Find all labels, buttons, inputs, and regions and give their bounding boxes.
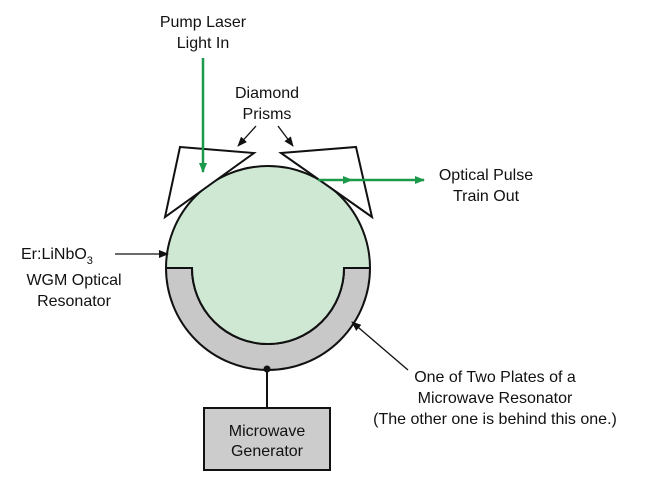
- generator-label-line1: Microwave: [229, 423, 306, 440]
- subscript: 3: [87, 255, 93, 267]
- pump-label-line1: Pump Laser: [160, 14, 247, 31]
- output-label-line2: Train Out: [453, 188, 520, 205]
- prisms-label-line1: Diamond: [235, 85, 299, 102]
- resonator-label-line3: Resonator: [37, 293, 111, 310]
- microwave-generator-box: [203, 407, 331, 471]
- pump-label-line2: Light In: [177, 35, 229, 52]
- plate-callout: [351, 321, 409, 371]
- generator-label-line2: Generator: [231, 443, 304, 460]
- resonator-label-line2: WGM Optical: [26, 272, 121, 289]
- prism-callout-left: [237, 125, 257, 147]
- plate-label-line3: (The other one is behind this one.): [373, 411, 617, 428]
- diamond-prism-left: [163, 145, 257, 220]
- diamond-prism-right: [278, 145, 374, 220]
- plate-label-line2: Microwave Resonator: [418, 390, 573, 407]
- resonator-material-label: Er:LiNbO3: [21, 246, 93, 267]
- wgm-resonator-inner: [192, 268, 344, 344]
- prisms-label-line2: Prisms: [243, 106, 292, 123]
- output-label-line1: Optical Pulse: [439, 167, 533, 184]
- prism-callout-right: [277, 125, 294, 147]
- plate-label-line1: One of Two Plates of a: [414, 369, 576, 386]
